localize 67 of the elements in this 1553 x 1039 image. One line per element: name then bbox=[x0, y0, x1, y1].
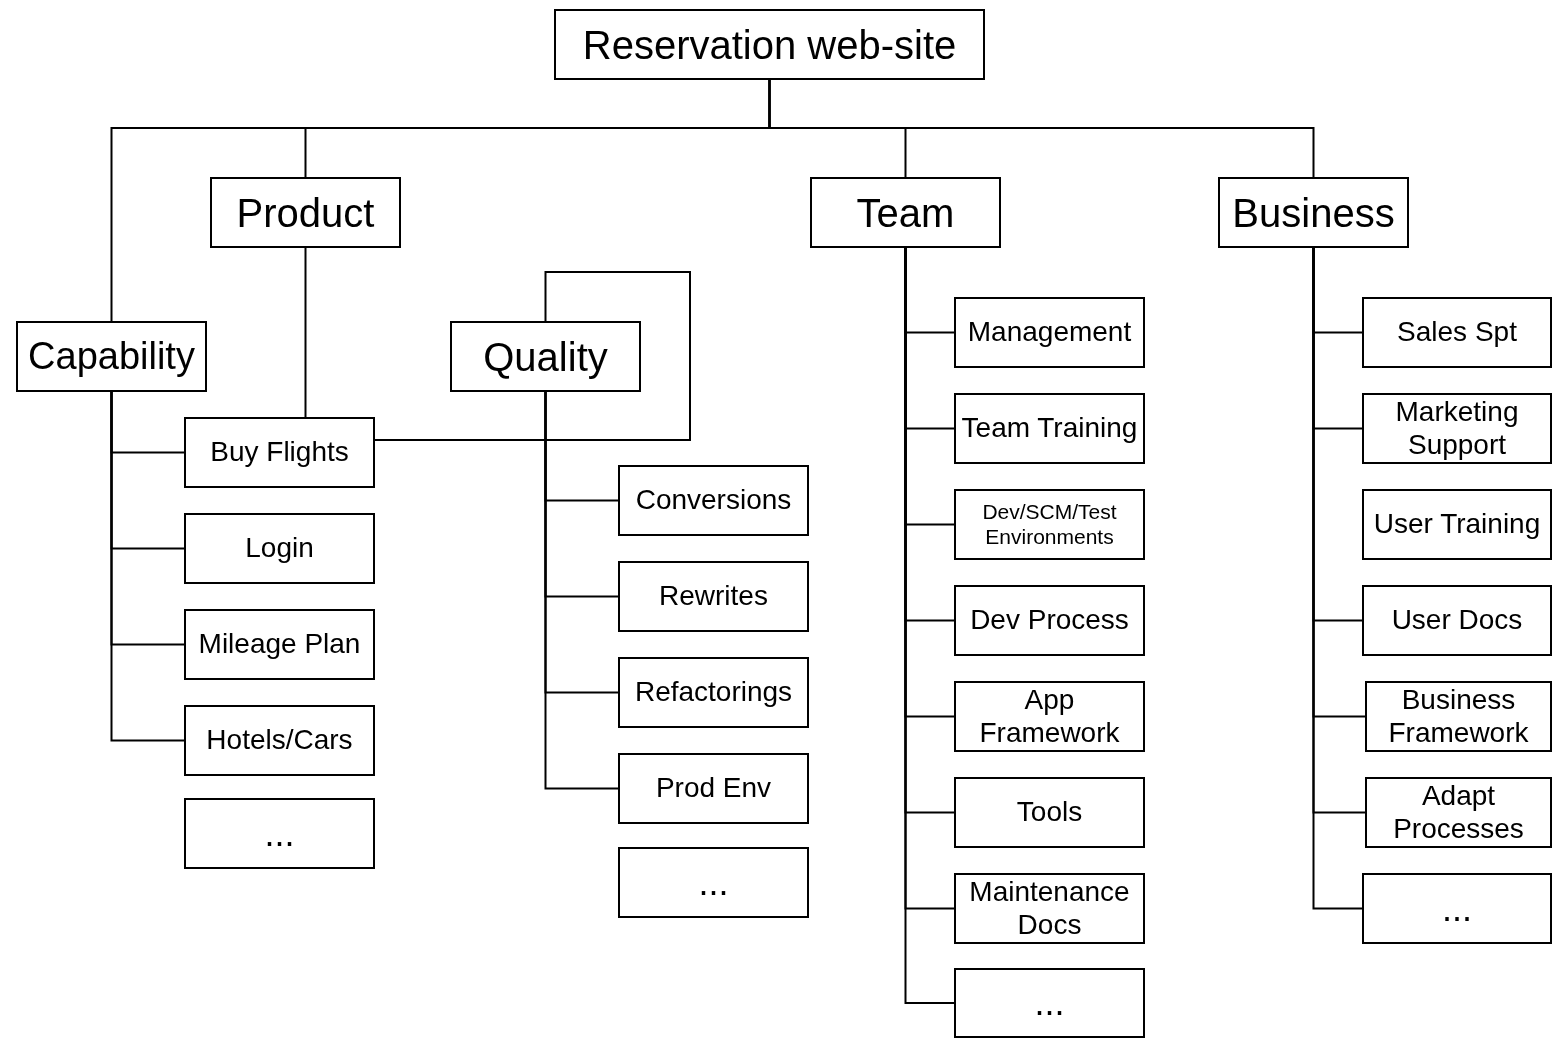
connector-line bbox=[374, 271, 691, 441]
node-label: Business Framework bbox=[1387, 684, 1530, 749]
node-label: Product bbox=[236, 189, 375, 236]
node-label: Prod Env bbox=[655, 772, 772, 805]
node-label: ... bbox=[264, 812, 295, 855]
node-box bbox=[184, 609, 375, 680]
node-label: Team Training bbox=[961, 412, 1138, 445]
node-label: Rewrites bbox=[659, 580, 768, 613]
node-label: Capability bbox=[28, 334, 195, 379]
node-label: ... bbox=[1442, 887, 1472, 930]
node-label: Adapt Processes bbox=[1392, 780, 1525, 845]
node-label: Dev Process bbox=[970, 604, 1129, 637]
connector-line bbox=[110, 391, 185, 742]
node-label: ... bbox=[698, 861, 729, 904]
node-box bbox=[1365, 777, 1552, 848]
node-label: ... bbox=[1034, 982, 1065, 1024]
node-box bbox=[210, 177, 401, 248]
node-box bbox=[954, 681, 1145, 752]
node-label: Team bbox=[856, 189, 955, 236]
node-label: Sales Spt bbox=[1397, 316, 1517, 349]
node-label: Refactorings bbox=[634, 676, 793, 709]
node-box bbox=[1362, 489, 1552, 560]
node-label: Buy Flights bbox=[210, 436, 349, 469]
node-box bbox=[1365, 681, 1552, 752]
node-label: Conversions bbox=[635, 484, 792, 517]
node-box bbox=[1362, 585, 1552, 656]
connector-line bbox=[304, 247, 307, 418]
node-label: Marketing Support bbox=[1394, 396, 1520, 461]
node-box bbox=[618, 657, 809, 728]
node-box bbox=[954, 873, 1145, 944]
connector-line bbox=[768, 79, 1315, 178]
node-box bbox=[450, 321, 641, 392]
node-label: Maintenance Docs bbox=[968, 876, 1131, 941]
node-box bbox=[954, 489, 1145, 560]
node-label: Login bbox=[245, 532, 314, 565]
node-label: User Docs bbox=[1391, 604, 1523, 637]
node-box bbox=[618, 847, 809, 918]
node-box bbox=[1218, 177, 1409, 248]
node-box bbox=[16, 321, 207, 392]
node-box bbox=[184, 798, 375, 869]
node-label: App Framework bbox=[978, 684, 1121, 749]
node-label: Hotels/Cars bbox=[206, 724, 353, 757]
node-label: Management bbox=[967, 316, 1132, 349]
node-box bbox=[554, 9, 985, 80]
node-box bbox=[954, 777, 1145, 848]
node-label: Reservation web-site bbox=[582, 21, 957, 68]
node-label: Tools bbox=[1016, 796, 1083, 829]
node-box bbox=[1362, 297, 1552, 368]
node-label: Dev/SCM/Test Environments bbox=[981, 500, 1118, 549]
node-box bbox=[184, 513, 375, 584]
node-box bbox=[618, 561, 809, 632]
node-box bbox=[184, 417, 375, 488]
node-box bbox=[618, 753, 809, 824]
node-box bbox=[954, 968, 1145, 1038]
node-box bbox=[184, 705, 375, 776]
node-box bbox=[618, 465, 809, 536]
node-box bbox=[1362, 873, 1552, 944]
node-label: Quality bbox=[483, 333, 608, 380]
node-box bbox=[954, 297, 1145, 368]
node-box bbox=[954, 393, 1145, 464]
node-box bbox=[954, 585, 1145, 656]
connector-line bbox=[544, 391, 619, 790]
node-label: User Training bbox=[1373, 508, 1541, 541]
node-box bbox=[1362, 393, 1552, 464]
node-label: Mileage Plan bbox=[198, 628, 361, 661]
node-box bbox=[810, 177, 1001, 248]
node-label: Business bbox=[1232, 189, 1395, 236]
